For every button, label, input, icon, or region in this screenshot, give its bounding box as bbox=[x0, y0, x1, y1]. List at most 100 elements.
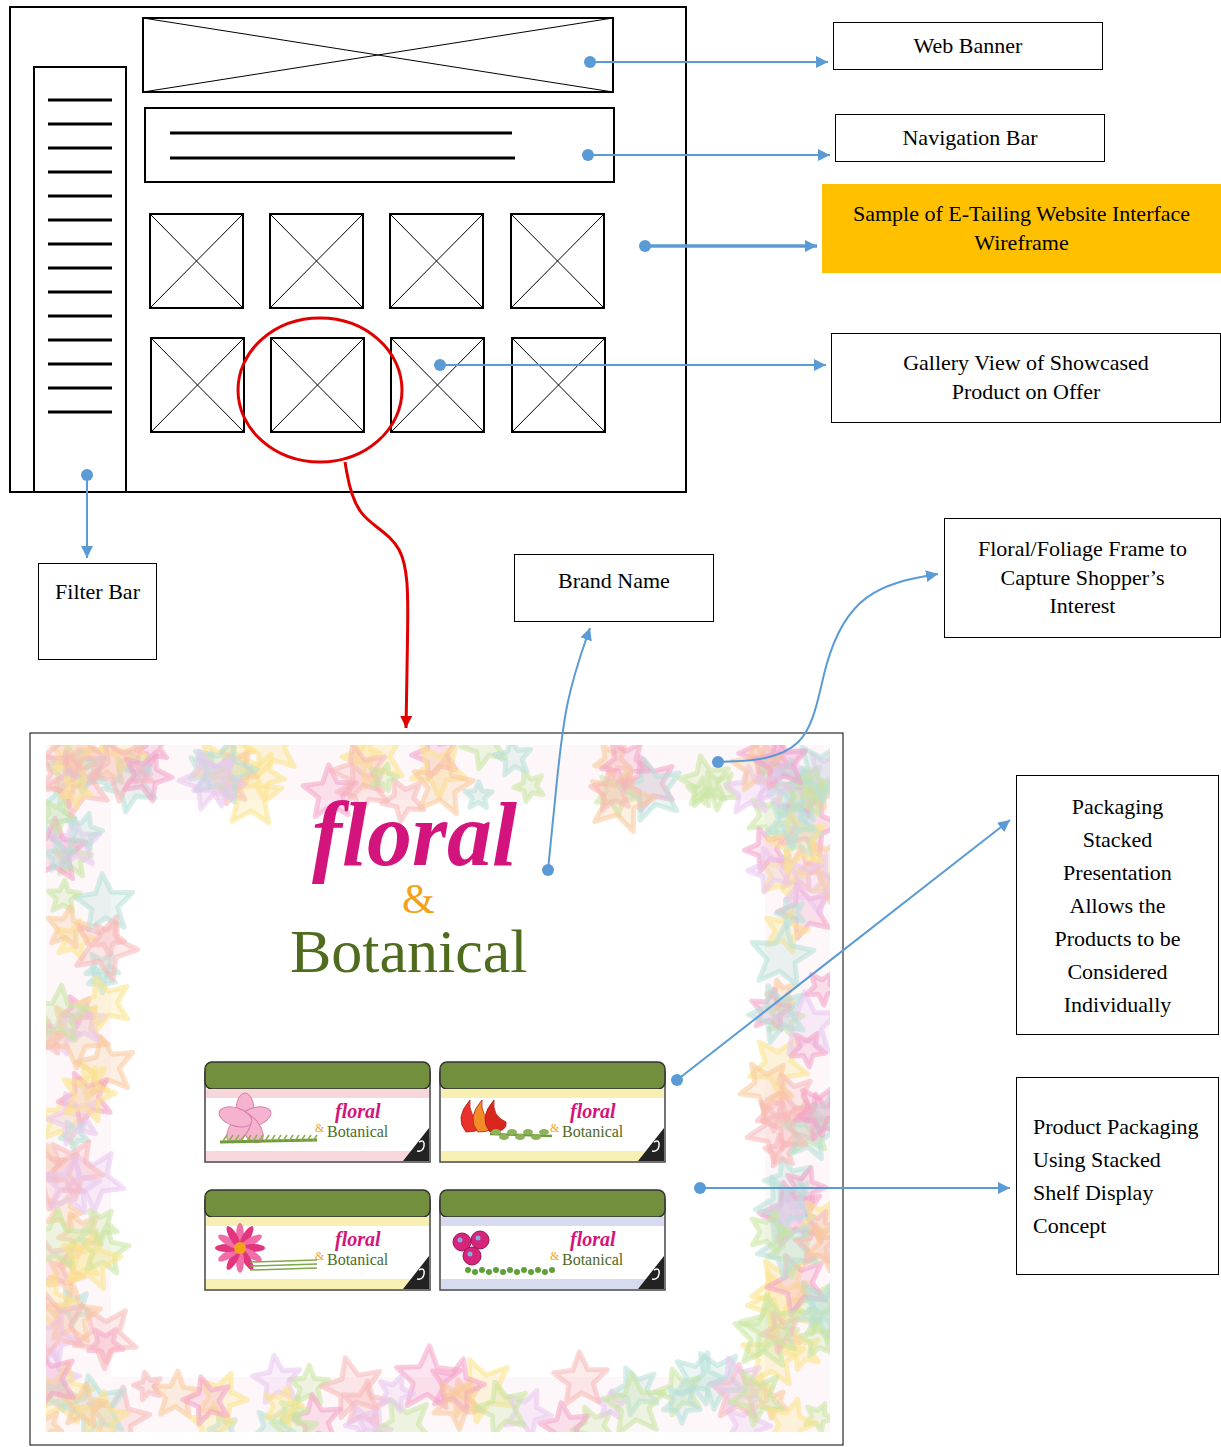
placeholder-cross bbox=[271, 338, 364, 432]
leader-dot bbox=[671, 1074, 683, 1086]
frame-petal bbox=[77, 917, 138, 980]
leaf bbox=[539, 1129, 549, 1135]
placeholder-cross bbox=[391, 338, 484, 432]
frame-petal bbox=[414, 755, 473, 814]
leader-line bbox=[590, 61, 828, 63]
frame-petal bbox=[796, 1088, 830, 1136]
placeholder-box bbox=[390, 214, 483, 308]
package-lid bbox=[205, 1062, 430, 1089]
package-logo-text: Botanical bbox=[327, 1124, 388, 1140]
frame-petal bbox=[372, 764, 398, 791]
filter-line bbox=[48, 99, 112, 102]
grass-tick bbox=[307, 1135, 311, 1141]
illustration-frame bbox=[30, 733, 843, 1445]
leaf-dot bbox=[528, 1269, 534, 1275]
filter-line bbox=[48, 195, 112, 198]
package-corner bbox=[403, 1128, 429, 1161]
frame-petal bbox=[380, 1376, 414, 1411]
placeholder-cross bbox=[151, 338, 244, 432]
frame-petal bbox=[46, 1294, 82, 1357]
placeholder-box bbox=[511, 214, 604, 308]
callout-box: Packaging Stacked Presentation Allows th… bbox=[1016, 775, 1219, 1035]
package-corner-swirl bbox=[417, 1269, 424, 1279]
placeholder-cross bbox=[390, 214, 483, 308]
frame-petal bbox=[77, 977, 128, 1030]
grass-tick bbox=[265, 1135, 269, 1141]
grass-line bbox=[250, 1264, 317, 1266]
filter-line bbox=[48, 291, 112, 294]
placeholder-box bbox=[391, 338, 484, 432]
placeholder-cross bbox=[143, 18, 613, 92]
flame-petal bbox=[485, 1100, 506, 1132]
frame-petal bbox=[64, 1068, 116, 1121]
frame-petal bbox=[179, 751, 234, 809]
callout-text: Navigation Bar bbox=[844, 124, 1096, 153]
callout-text: Web Banner bbox=[842, 32, 1094, 61]
placeholder-box bbox=[270, 214, 363, 308]
package-corner-swirl bbox=[652, 1141, 659, 1151]
frame-petal bbox=[68, 813, 102, 849]
package-corner-swirl bbox=[417, 1141, 424, 1151]
product-package bbox=[440, 1190, 665, 1290]
frame-petal bbox=[46, 985, 88, 1040]
zoom-arrow bbox=[345, 462, 408, 728]
grass-tick bbox=[289, 1135, 293, 1141]
package-band bbox=[206, 1279, 429, 1289]
package-logo-text: floral bbox=[335, 1229, 381, 1249]
leader-line bbox=[588, 154, 830, 156]
frame-petal bbox=[680, 756, 729, 805]
frame-petal bbox=[757, 1100, 788, 1131]
frame-petal bbox=[183, 1377, 228, 1424]
brand-logo-text: floral bbox=[312, 790, 517, 880]
package-logo-text: Botanical bbox=[562, 1124, 623, 1140]
callout-text: Brand Name bbox=[521, 567, 707, 596]
grass-tick bbox=[271, 1135, 275, 1141]
placeholder-cross bbox=[271, 338, 364, 432]
frame-petal bbox=[48, 880, 80, 911]
package-logo-ampersand: & bbox=[550, 1250, 559, 1262]
callout-box: Web Banner bbox=[833, 22, 1103, 70]
leader-dot bbox=[81, 469, 93, 481]
brand-logo-text: Botanical bbox=[290, 920, 528, 982]
package-band bbox=[206, 1151, 429, 1161]
frame-petal bbox=[475, 1382, 525, 1432]
frame-petal bbox=[495, 745, 531, 775]
highlight-ellipse bbox=[238, 318, 402, 462]
package-corner bbox=[638, 1128, 664, 1161]
placeholder-cross bbox=[512, 338, 605, 432]
product-package bbox=[205, 1190, 430, 1290]
frame-petal bbox=[748, 848, 790, 892]
placeholder-cross bbox=[391, 338, 484, 432]
leaf-dot bbox=[486, 1269, 492, 1275]
callout-box: Product Packaging Using Stacked Shelf Di… bbox=[1016, 1077, 1219, 1275]
grass-tick bbox=[295, 1135, 299, 1141]
filter-line bbox=[48, 219, 112, 222]
daisy-center bbox=[234, 1242, 246, 1254]
berry bbox=[471, 1231, 489, 1249]
grass-tick bbox=[259, 1135, 263, 1141]
grass-line bbox=[250, 1268, 317, 1270]
frame-petal bbox=[266, 1387, 302, 1425]
callout-box: Gallery View of Showcased Product on Off… bbox=[831, 333, 1221, 423]
frame-petal bbox=[514, 772, 543, 802]
leaf bbox=[499, 1134, 509, 1140]
floral-frame bbox=[46, 745, 830, 1432]
leaf-dot bbox=[542, 1269, 548, 1275]
frame-petal bbox=[554, 1352, 607, 1404]
leaf bbox=[507, 1129, 517, 1135]
product-package bbox=[440, 1062, 665, 1162]
wireframe bbox=[10, 7, 686, 492]
leaf-dot bbox=[493, 1267, 499, 1273]
leader-dot bbox=[582, 149, 594, 161]
package-logo-text: Botanical bbox=[562, 1252, 623, 1268]
nav-line bbox=[170, 132, 512, 135]
frame-petal bbox=[791, 1033, 825, 1067]
frame-ground bbox=[46, 745, 830, 1432]
frame-petal bbox=[61, 778, 91, 807]
leaf-dot bbox=[507, 1267, 513, 1273]
product-package bbox=[205, 1062, 430, 1162]
leaf-dot bbox=[479, 1267, 485, 1273]
